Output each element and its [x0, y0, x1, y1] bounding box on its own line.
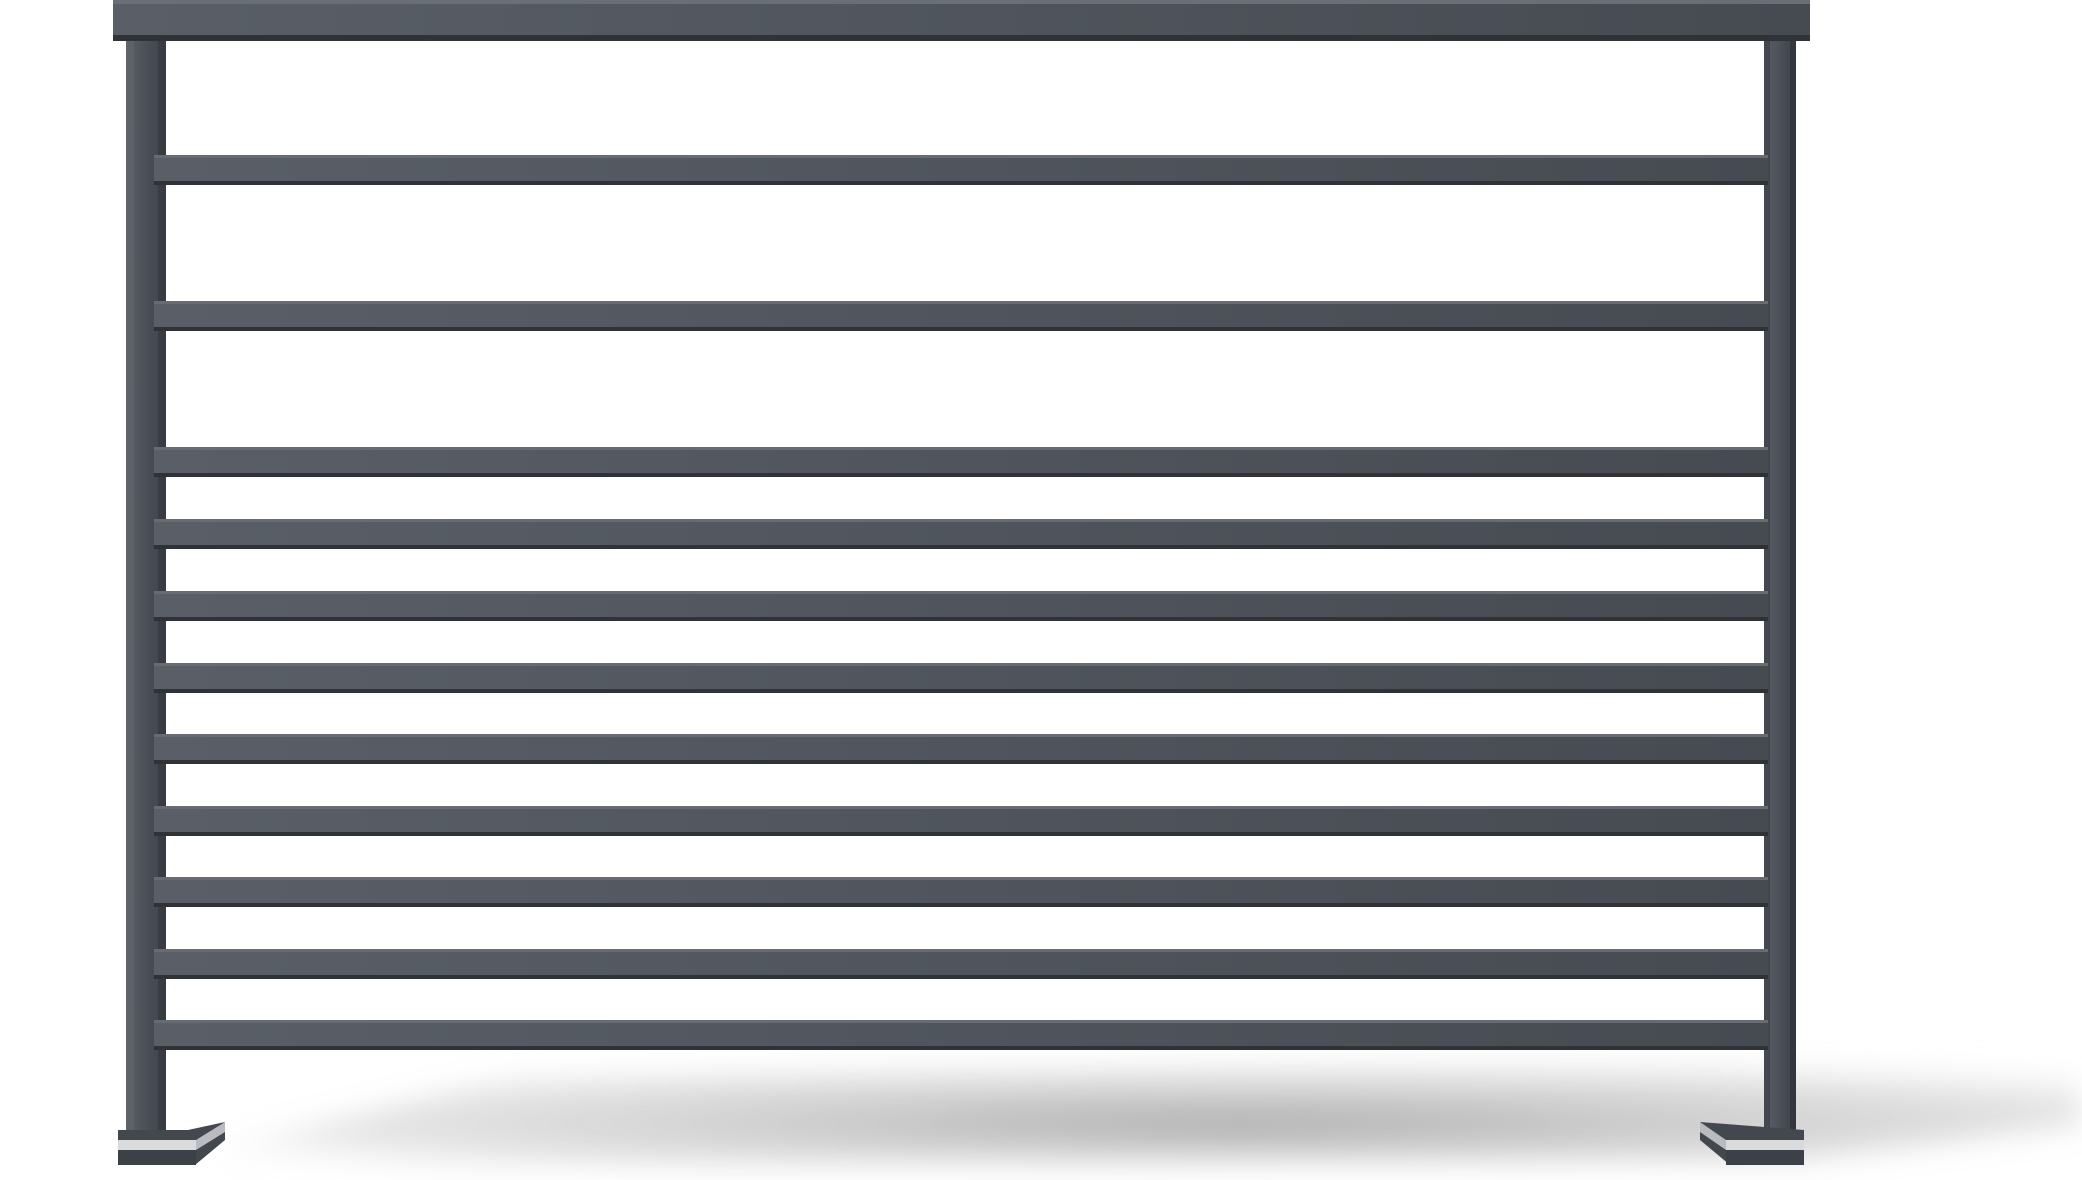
horizontal-bar: [154, 155, 1768, 185]
left-foot: [118, 1122, 225, 1165]
horizontal-bar: [154, 949, 1768, 979]
horizontal-bar: [154, 447, 1768, 477]
horizontal-bar: [154, 734, 1768, 764]
horizontal-bar: [154, 591, 1768, 621]
horizontal-bars: [154, 155, 1768, 1050]
horizontal-bar: [154, 519, 1768, 549]
right-foot: [1700, 1122, 1804, 1165]
horizontal-bar: [154, 301, 1768, 331]
horizontal-bar: [154, 877, 1768, 907]
right-post: [1764, 40, 1796, 1130]
horizontal-bar: [154, 1020, 1768, 1050]
horizontal-bar: [154, 806, 1768, 836]
ground-shadow: [210, 1060, 2082, 1165]
horizontal-bar: [154, 663, 1768, 693]
top-rail: [113, 0, 1810, 41]
left-post: [126, 40, 166, 1130]
